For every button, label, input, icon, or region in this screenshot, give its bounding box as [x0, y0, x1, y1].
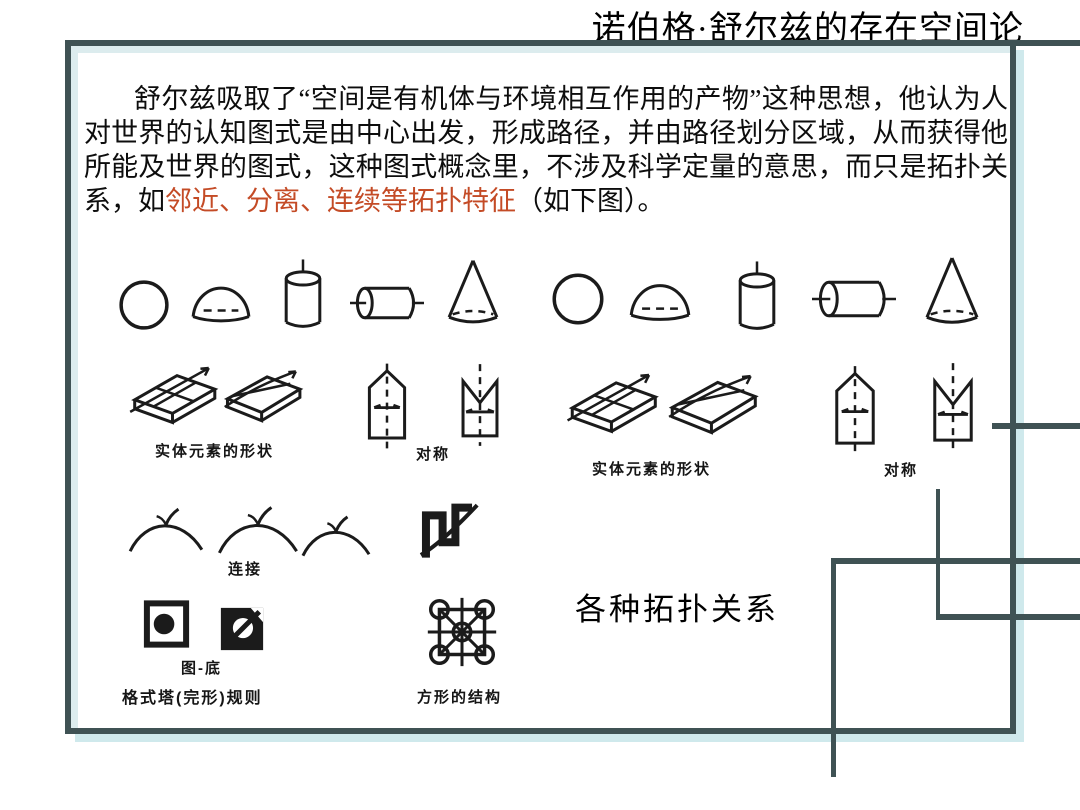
- decor-line-right-lower: [936, 614, 1080, 620]
- symmetry-label: 对称: [416, 446, 451, 463]
- decor-line-right-top: [992, 423, 1080, 429]
- sphere-icon: [118, 279, 170, 331]
- decor-line-vertical-thin: [936, 489, 940, 619]
- slab-icon: [566, 368, 660, 440]
- connection-label: 连接: [228, 561, 263, 578]
- square-grid-icon: [415, 592, 509, 672]
- dome-icon: [190, 283, 252, 323]
- figure-ground-label: 图-底: [181, 660, 222, 677]
- dome-icon: [628, 280, 692, 322]
- decor-line-right-middle: [831, 558, 1080, 564]
- solid-shapes-label: 实体元素的形状: [592, 461, 712, 478]
- horizontal-cylinder-icon: [350, 282, 424, 324]
- body-paragraph: 舒尔兹吸取了“空间是有机体与环境相互作用的产物”这种思想，他认为人对世界的认知图…: [84, 82, 1008, 218]
- paragraph-tail: （如下图）。: [516, 186, 665, 216]
- pentagon-symmetry-icon: [826, 358, 884, 462]
- square-structure-label: 方形的结构: [417, 689, 503, 706]
- notched-symmetry-icon: [453, 354, 507, 456]
- paragraph-text: 舒尔兹吸取了“空间是有机体与环境相互作用的产物”这种思想，他认为人对世界的认知图…: [84, 84, 1008, 216]
- ridged-slab-icon: [222, 358, 304, 430]
- gestalt-label: 格式塔(完形)规则: [122, 690, 263, 707]
- paragraph-highlight: 邻近、分离、连续等拓扑特征: [165, 186, 516, 216]
- cone-icon: [920, 255, 984, 331]
- figure-ground-reversal-icon: [218, 605, 266, 653]
- figure-ground-dot-icon: [142, 599, 191, 649]
- cone-icon: [444, 257, 502, 331]
- notched-symmetry-icon: [924, 356, 982, 458]
- continuity-meander-icon: [416, 500, 482, 564]
- connection-arc-icon: [127, 503, 205, 559]
- cylinder-icon: [281, 258, 325, 334]
- slab-icon: [128, 362, 220, 430]
- horizontal-cylinder-icon: [812, 277, 896, 321]
- decor-line-vertical-long: [831, 560, 836, 777]
- cylinder-icon: [735, 260, 779, 336]
- symmetry-label: 对称: [884, 462, 919, 479]
- sphere-icon: [551, 272, 605, 326]
- connection-arc-icon: [300, 514, 372, 560]
- figure-caption: 各种拓扑关系: [575, 592, 779, 627]
- solid-shapes-label: 实体元素的形状: [155, 443, 275, 460]
- pentagon-symmetry-icon: [359, 356, 415, 456]
- connection-arc-icon: [216, 500, 300, 562]
- ridged-slab-icon: [666, 364, 760, 440]
